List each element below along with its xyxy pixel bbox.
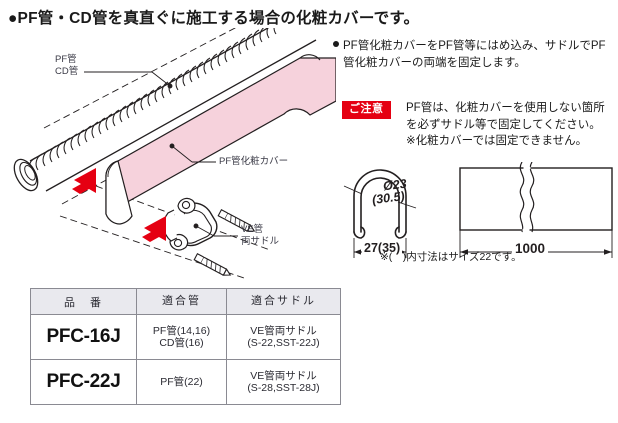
label-saddle-line1: VE管 — [241, 224, 264, 235]
usage-bullet: PF管化粧カバーをPF管等にはめ込み、サドルでPF管化粧カバーの両端を固定します… — [333, 38, 615, 71]
cell-saddle: VE管両サドル (S-22,SST-22J) — [226, 314, 341, 360]
cell-code: PFC-22J — [30, 359, 137, 405]
cell-pipe-line1: PF管(22) — [160, 375, 203, 388]
spec-table: 品 番 適合管 適合サドル PFC-16J PF管(14,16) CD管(16)… — [30, 288, 341, 405]
header-saddle: 適合サドル — [226, 288, 341, 315]
label-conduit-line2: CD管 — [55, 65, 79, 77]
cell-saddle-line1: VE管両サドル — [250, 369, 317, 382]
cell-pipe-line2: CD管(16) — [159, 337, 204, 349]
page-title: ●PF管・CD管を真直ぐに施工する場合の化粧カバーです。 — [8, 10, 420, 27]
bullet-dot — [333, 41, 339, 47]
usage-bullet-text: PF管化粧カバーをPF管等にはめ込み、サドルでPF管化粧カバーの両端を固定します… — [343, 40, 606, 69]
caution-line-3: ※化粧カバーでは固定できません。 — [406, 135, 588, 147]
label-saddle-line2: 両サドル — [241, 235, 280, 247]
cell-pipe-line1: PF管(14,16) — [152, 324, 211, 337]
caution-line-1: PF管は、化粧カバーを使用しない箇所 — [406, 102, 605, 114]
header-code: 品 番 — [30, 288, 137, 315]
cell-pipe: PF管(22) — [136, 359, 227, 405]
caution-text: PF管は、化粧カバーを使用しない箇所 を必ずサドル等で固定してください。 ※化粧… — [406, 100, 618, 150]
cell-saddle-line1: VE管両サドル — [250, 324, 317, 337]
cell-code: PFC-16J — [30, 314, 137, 360]
header-pipe: 適合管 — [136, 288, 227, 315]
cell-pipe: PF管(14,16) CD管(16) — [136, 314, 227, 360]
cell-saddle-line2: (S-28,SST-28J) — [247, 382, 320, 394]
table-row: PFC-16J PF管(14,16) CD管(16) VE管両サドル (S-22… — [30, 314, 341, 360]
caution-line-2: を必ずサドル等で固定してください。 — [406, 118, 601, 131]
label-conduit: PF管 CD管 — [55, 54, 78, 77]
cell-saddle: VE管両サドル (S-28,SST-28J) — [226, 359, 341, 405]
dimension-note: ※( )内寸法はサイズ22です。 — [380, 251, 522, 263]
label-saddle: VE管 両サドル — [241, 224, 279, 247]
table-header-row: 品 番 適合管 適合サドル — [30, 288, 341, 315]
table-row: PFC-22J PF管(22) VE管両サドル (S-28,SST-28J) — [30, 359, 341, 405]
dimension-length: 1000 — [512, 241, 549, 256]
dimension-width: 27(35) — [362, 241, 403, 255]
label-conduit-line1: PF管 — [55, 54, 77, 65]
assembly-arrow — [72, 168, 166, 242]
caution-badge: ご注意 — [342, 101, 391, 119]
product-illustration: PF管 CD管 PF管化粧カバー VE管 両サドル — [0, 28, 336, 280]
dimension-drawings: Ø23 (30.5) 27(35) 1000 — [336, 162, 618, 282]
label-cover: PF管化粧カバー — [219, 156, 289, 167]
caution-block: ご注意 PF管は、化粧カバーを使用しない箇所 を必ずサドル等で固定してください。… — [342, 100, 618, 156]
cell-saddle-line2: (S-22,SST-22J) — [247, 337, 320, 349]
